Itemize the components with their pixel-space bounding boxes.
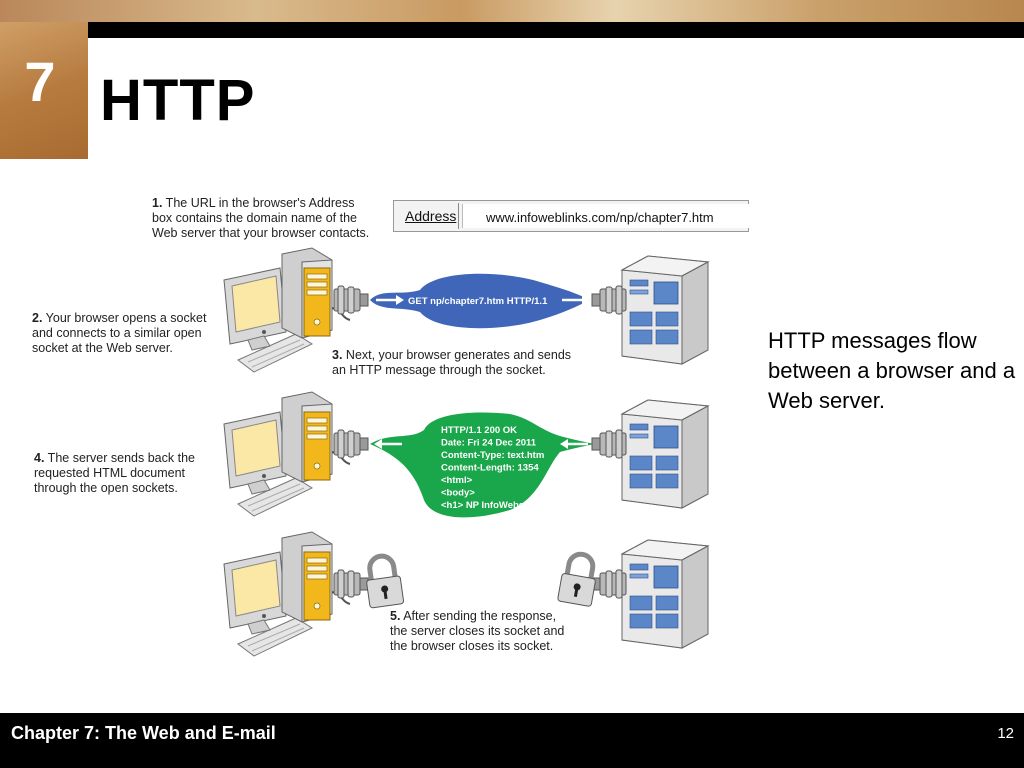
browser-computer-1: [223, 247, 351, 373]
socket-server-2: [591, 429, 627, 459]
request-message-blob: [370, 273, 590, 329]
step-2-caption: 2. Your browser opens a socket and conne…: [32, 311, 207, 355]
response-line: HTTP/1.1 200 OK: [441, 425, 517, 436]
web-server-1: [621, 255, 709, 365]
socket-browser-3: [333, 569, 369, 599]
arrow-right-icon: [376, 295, 590, 305]
response-message-blob: [370, 412, 594, 518]
response-line: <html>: [441, 475, 473, 486]
header-photo-strip: [0, 0, 1024, 22]
padlock-icon: [557, 551, 599, 606]
browser-computer-2: [223, 391, 351, 517]
header-bar: [88, 22, 1024, 38]
response-line: Content-Type: text.htm: [441, 450, 544, 461]
footer-bar: [0, 713, 1024, 768]
side-note: HTTP messages flow between a browser and…: [768, 328, 1016, 413]
web-server-3: [621, 539, 709, 649]
response-line: <h1> NP InfoWebs</h1>: [441, 500, 549, 511]
socket-server-3: [591, 569, 627, 599]
address-field: [462, 204, 749, 228]
step-5-caption: 5. After sending the response, the serve…: [390, 609, 565, 653]
response-line: Date: Fri 24 Dec 2011: [441, 438, 537, 449]
step-1-caption: 1. The URL in the browser's Address box …: [152, 196, 370, 240]
socket-browser-2: [333, 429, 369, 459]
step-3-caption: 3. Next, your browser generates and send…: [332, 348, 572, 377]
footer-chapter-title: Chapter 7: The Web and E-mail: [11, 723, 276, 743]
page-number: 12: [997, 725, 1014, 742]
chapter-number: 7: [24, 50, 56, 113]
socket-browser-1: [333, 285, 369, 315]
chapter-tab: [0, 22, 88, 159]
slide-title: HTTP: [100, 68, 256, 133]
response-line: Content-Length: 1354: [441, 463, 539, 474]
address-url: www.infoweblinks.com/np/chapter7.htm: [486, 210, 714, 225]
arrow-left-icon: [374, 439, 588, 449]
web-server-2: [621, 399, 709, 509]
step-4-caption: 4. The server sends back the requested H…: [34, 451, 195, 495]
browser-computer-3: [223, 531, 351, 657]
http-diagram: GET np/chapter7.htm HTTP/1.1 HTTP/1.1 20…: [223, 247, 709, 657]
address-separator: [458, 203, 459, 229]
response-line: <body>: [441, 488, 475, 499]
padlock-icon: [363, 554, 404, 608]
request-message-text: GET np/chapter7.htm HTTP/1.1: [408, 296, 548, 307]
socket-server-1: [591, 285, 627, 315]
address-label: Address: [405, 208, 457, 224]
